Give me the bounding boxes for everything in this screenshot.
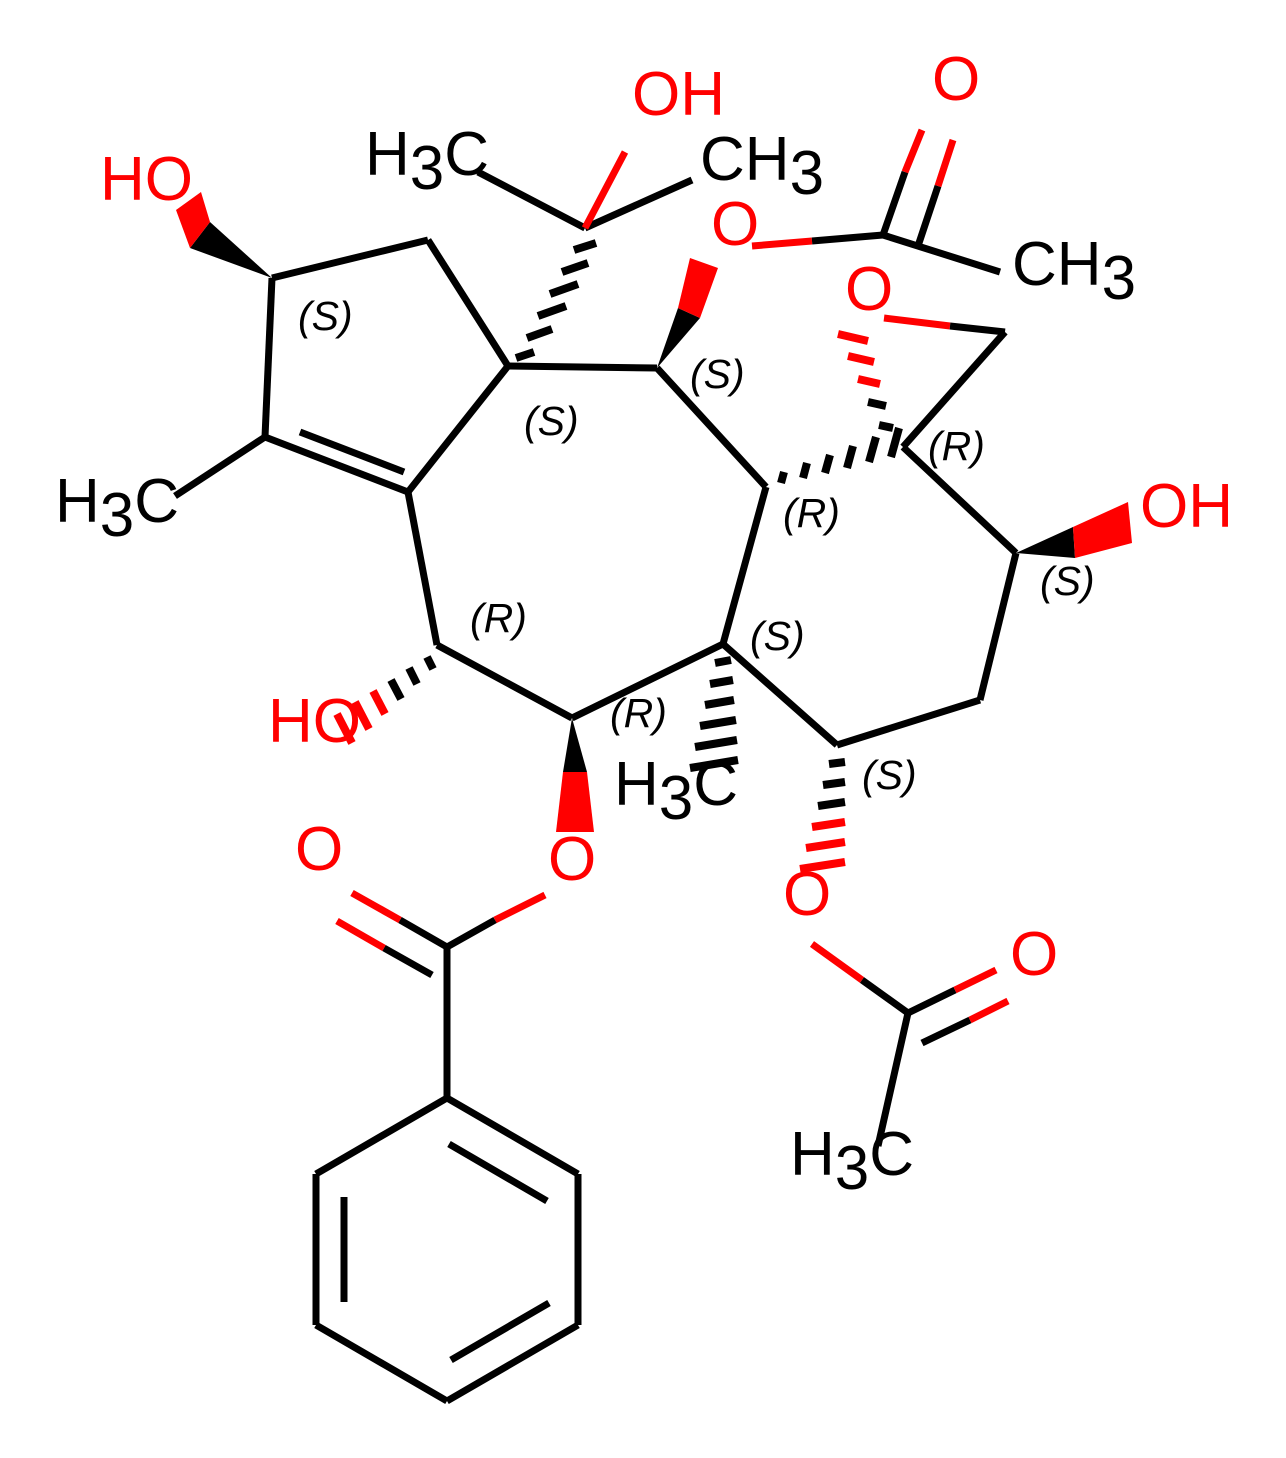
atom-label-ch3-top-right: CH3: [700, 125, 824, 208]
atom-label-o-ester-acetate-bot: O: [783, 860, 831, 929]
stereo-descriptor-r-c13: (R): [610, 690, 667, 736]
bond-acetate-bot-co-a-red: [953, 966, 998, 994]
bond-acetate-co-double-a-red: [901, 128, 926, 174]
hash-c8-quaternary: [514, 239, 598, 362]
atom-label-o-carbonyl-acetate: O: [1010, 920, 1058, 989]
atom-label-ho-bottom-left: HO: [268, 687, 361, 756]
bond-benzoate-co-double-b-red: [335, 917, 386, 952]
bond-benzoate-o-c-red: [493, 891, 547, 924]
bond-acetate-o-c-black: [811, 231, 884, 245]
atom-label-o-ester-benzoate: O: [548, 825, 596, 894]
bond-benzoate-co-double-a-red: [350, 889, 402, 924]
cyclohexane-ring: [720, 444, 1020, 749]
bond-alkene-inner: [298, 428, 406, 476]
bond-benzoate-co-double-a-black: [398, 916, 449, 951]
hash-c3-oxetane-o: [837, 330, 894, 432]
atom-label-h3c-acetate-bottom: H3C: [790, 1120, 914, 1203]
stereo-descriptor-r-oxetane: (R): [928, 423, 985, 469]
bond-acetate-bot-co-a-black: [906, 986, 957, 1017]
stereo-descriptor-layer: (S) (S) (S) (R) (R) (S) (R) (S) (R) (S): [298, 293, 1095, 798]
atom-label-o-carbonyl-benzoate: O: [295, 815, 343, 884]
bond-acetate-bot-co-b-black: [920, 1016, 972, 1047]
wedge-c2-acetate-oxygen: [657, 258, 718, 368]
eight-membered-ring: [404, 362, 770, 722]
bond-c10-c9: [261, 277, 276, 438]
bond-acetate-bot-o-c-red: [809, 941, 865, 983]
bond-c8-c2: [507, 362, 658, 372]
bond-c11-c8: [425, 238, 511, 368]
phenyl-ring: [312, 1094, 582, 1405]
bond-c10-c11: [271, 236, 429, 282]
atom-label-o-ester-top: O: [711, 190, 759, 259]
oxetane-ring: [883, 314, 1008, 450]
bond-c12-c9a: [404, 491, 441, 646]
bond-c3-c5: [900, 444, 1019, 556]
bond-oxetane-o-ch2-red: [883, 314, 951, 330]
bond-acetate-c-ch3: [881, 231, 1002, 276]
atom-label-ch3-acetyl-top: CH3: [1012, 230, 1136, 313]
bond-ph-3-4: [445, 1321, 580, 1405]
bond-acetate-co-double-b-black: [914, 184, 942, 248]
stereo-descriptor-s-c14: (S): [750, 613, 805, 659]
bond-acetate-bot-o-c-black: [859, 977, 911, 1016]
bond-acetate-co-double-b-red: [934, 138, 957, 188]
bond-c9-c9a-double-outer: [263, 433, 410, 496]
cyclopentene-ring: [261, 236, 511, 496]
bond-c14-c13: [570, 640, 725, 722]
bond-quaternary-methyl-left: [476, 168, 587, 232]
hash-c14-methyl: [689, 656, 739, 772]
atom-label-h3c-top: H3C: [365, 120, 489, 203]
bond-c13-c12: [435, 641, 574, 722]
bond-ph-inner-2: [449, 1299, 551, 1364]
wedge-c5-hydroxyl: [1016, 502, 1132, 558]
stereo-descriptor-s-c8: (S): [524, 398, 579, 444]
wedge-c10-hydroxyl: [176, 192, 272, 278]
bond-acetate-o-c-red: [751, 237, 813, 250]
atom-label-oh-right: OH: [1140, 472, 1233, 541]
atom-label-o-carbonyl-top: O: [932, 45, 980, 114]
stereo-descriptor-s-c6: (S): [862, 752, 917, 798]
bond-oxetane-ch2-c3: [900, 329, 1008, 450]
atom-label-o-oxetane: O: [845, 255, 893, 324]
stereo-descriptor-s-c5: (S): [1040, 558, 1095, 604]
atom-label-h3c-left: H3C: [55, 467, 179, 550]
bond-ph-inner-1: [447, 1140, 549, 1205]
atom-label-ho-top-left: HO: [100, 145, 193, 214]
bond-quaternary-methyl-right: [583, 176, 694, 232]
bond-ph-6-1: [314, 1094, 449, 1178]
bond-ph-4-5: [314, 1321, 449, 1405]
bond-c4-c14: [719, 486, 770, 645]
bond-acetate-co-double-a-black: [879, 170, 909, 237]
bond-oxetane-o-ch2-black: [949, 322, 1006, 336]
atom-label-oh-top-center: OH: [632, 60, 725, 129]
stereo-descriptor-s-c10: (S): [298, 293, 353, 339]
stereo-descriptor-s-c2: (S): [690, 351, 745, 397]
bond-acetate-bot-co-b-red: [968, 997, 1010, 1024]
wedge-c13-benzoate-oxygen: [556, 718, 594, 832]
hash-c12-hydroxyl: [333, 655, 437, 745]
bond-benzoate-co-double-b-black: [382, 944, 434, 979]
bond-benzoate-o-c-black: [445, 916, 497, 951]
bond-c6-c7: [835, 696, 982, 749]
bond-acetate-bot-c-ch3: [874, 1012, 912, 1147]
bond-c8-c9a: [405, 363, 511, 495]
atom-label-h3c-center-bottom: H3C: [614, 750, 738, 833]
hash-c7-acetate-oxygen: [799, 758, 846, 873]
bond-c7-c14: [720, 641, 840, 748]
bond-alkene-methyl: [173, 434, 267, 499]
bond-ph-1-2: [445, 1094, 580, 1178]
bond-c5-c6: [976, 552, 1020, 701]
bond-c2-c4: [654, 365, 769, 490]
stereo-descriptor-r-c12: (R): [470, 595, 527, 641]
bond-quaternary-hydroxyl: [581, 150, 629, 230]
hash-c4-c3: [777, 426, 903, 485]
stereo-descriptor-r-c4: (R): [783, 490, 840, 536]
